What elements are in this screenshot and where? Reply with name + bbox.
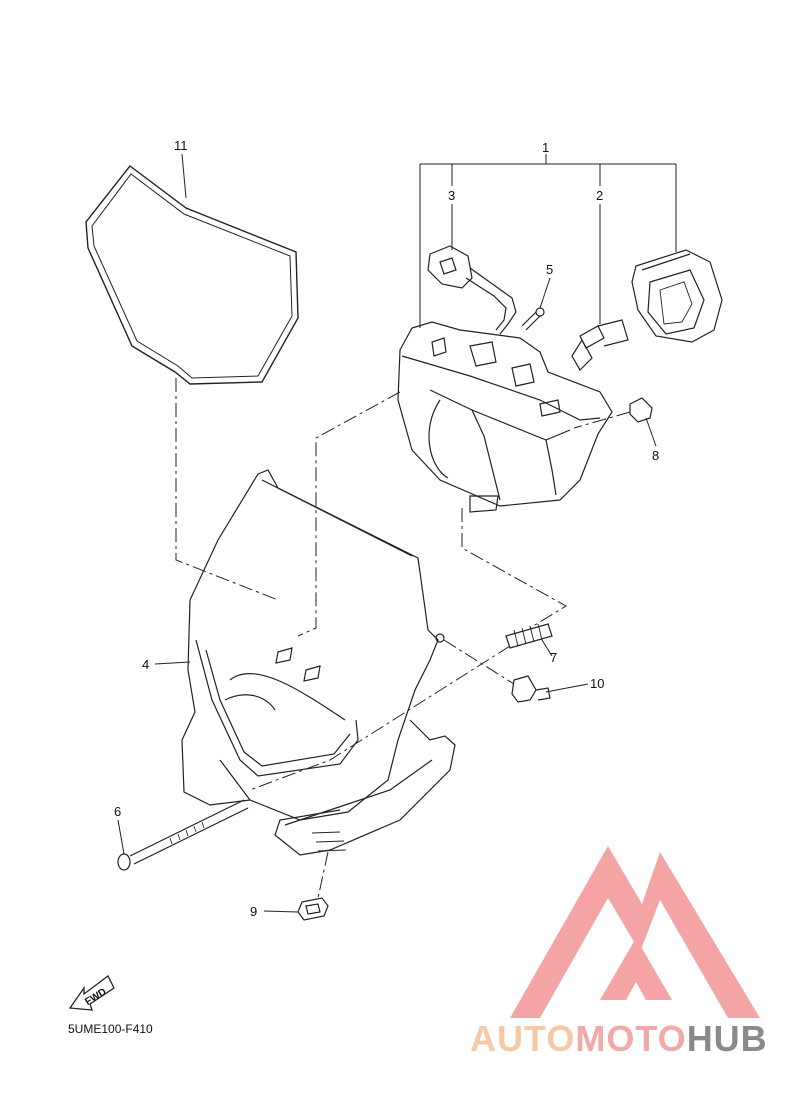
- callout-10: 10: [590, 676, 604, 691]
- part-9-grommet: [297, 897, 329, 921]
- brand-moto: MOTO: [575, 1018, 687, 1059]
- callout-4: 4: [142, 657, 149, 672]
- part-3-socket-harness: [427, 245, 517, 335]
- part-2-bulb: [571, 319, 629, 371]
- callout-2: 2: [596, 188, 603, 203]
- assembly-lines: [175, 378, 631, 899]
- callout-labels: 1 2 3 4 5 6 7 8 9 10 11 FWD: [83, 138, 659, 1008]
- part-1-headlight-bezel: [631, 249, 723, 343]
- callout-7: 7: [550, 650, 557, 665]
- callout-9: 9: [250, 904, 257, 919]
- part-10-bolt: [511, 675, 551, 703]
- callout-1: 1: [542, 140, 549, 155]
- part-6-long-screw: [117, 799, 249, 871]
- callout-6: 6: [114, 804, 121, 819]
- watermark-brand: AUTOMOTOHUB: [470, 1018, 768, 1060]
- figure-code: 5UME100-F410: [68, 1022, 153, 1036]
- fwd-label: FWD: [83, 987, 108, 1008]
- part-5-screw: [521, 307, 545, 331]
- fwd-arrow: [68, 975, 115, 1011]
- brand-hub: HUB: [686, 1018, 768, 1059]
- part-7-spring: [505, 623, 553, 649]
- leader-lines: [117, 153, 677, 913]
- watermark-logo-icon: [510, 846, 760, 1018]
- callout-3: 3: [448, 188, 455, 203]
- part-1-headlight-housing: [397, 321, 613, 513]
- part-8-nut: [629, 397, 653, 423]
- callout-11: 11: [174, 138, 188, 153]
- callout-5: 5: [546, 262, 553, 277]
- callout-8: 8: [652, 448, 659, 463]
- part-11-gasket: [85, 165, 299, 385]
- part-4-headlight-cowl: [181, 469, 456, 856]
- brand-auto: AUTO: [470, 1018, 576, 1059]
